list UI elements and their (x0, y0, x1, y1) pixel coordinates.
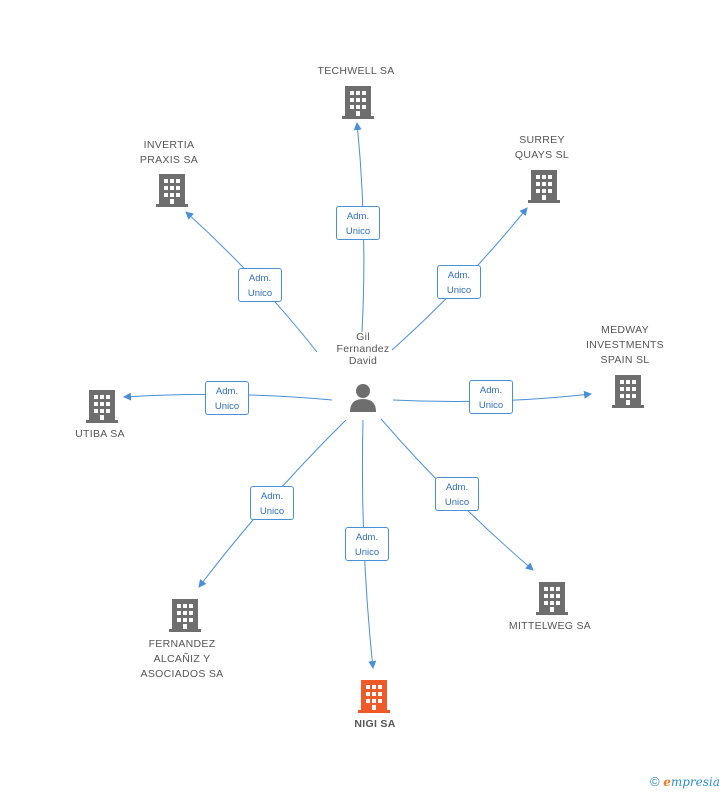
building-icon-nigi[interactable] (358, 680, 390, 713)
relation-badge-fernandez: Adm. Unico (250, 486, 294, 520)
person-icon (350, 384, 376, 412)
building-icon-utiba[interactable] (86, 390, 118, 423)
company-label-invertia[interactable]: INVERTIA PRAXIS SA (139, 139, 199, 166)
company-label-mittelweg[interactable]: MITTELWEG SA (508, 620, 592, 632)
edges-layer (123, 122, 592, 669)
building-icon-fernandez[interactable] (169, 599, 201, 632)
company-label-fernandez[interactable]: FERNANDEZ ALCAÑIZ Y ASOCIADOS SA (140, 638, 224, 680)
company-label-nigi[interactable]: NIGI SA (354, 718, 396, 730)
building-icon-techwell[interactable] (342, 86, 374, 119)
building-icon-invertia[interactable] (156, 174, 188, 207)
company-label-utiba[interactable]: UTIBA SA (75, 428, 125, 440)
company-label-techwell[interactable]: TECHWELL SA (317, 65, 395, 77)
copyright-symbol: © (650, 774, 660, 789)
relation-badge-mittelweg: Adm. Unico (435, 477, 479, 511)
footer-brand: © empresia (650, 774, 720, 789)
brand-logo: empresia (663, 775, 720, 789)
relation-badge-nigi: Adm. Unico (345, 527, 389, 561)
center-person-name[interactable]: Gil Fernandez David (336, 331, 390, 367)
relation-badge-techwell: Adm. Unico (336, 206, 380, 240)
relation-badge-invertia: Adm. Unico (238, 268, 282, 302)
relation-badge-medway: Adm. Unico (469, 380, 513, 414)
company-label-medway[interactable]: MEDWAY INVESTMENTS SPAIN SL (586, 324, 664, 366)
building-icon-surrey[interactable] (528, 170, 560, 203)
building-icon-medway[interactable] (612, 375, 644, 408)
company-label-surrey[interactable]: SURREY QUAYS SL (514, 134, 570, 161)
building-icon-mittelweg[interactable] (536, 582, 568, 615)
relation-badge-surrey: Adm. Unico (437, 265, 481, 299)
relation-badge-utiba: Adm. Unico (205, 381, 249, 415)
